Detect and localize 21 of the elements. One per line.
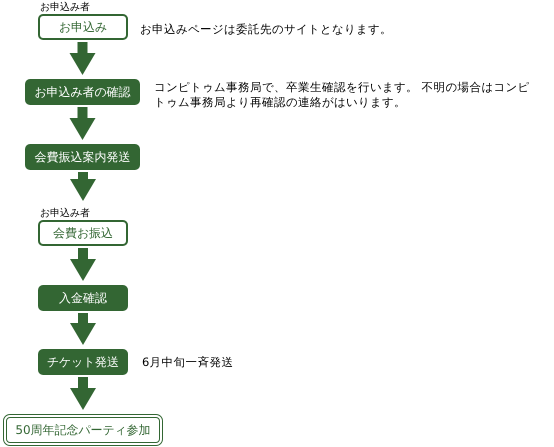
- note-text: お申込みページは委託先のサイトとなります。: [140, 22, 393, 36]
- box-label: お申込み者の確認: [34, 84, 130, 100]
- box-label: チケット発送: [47, 354, 119, 370]
- note-text: コンピトゥム事務局で、卒業生確認を行います。 不明の場合はコンピトゥム事務局より再確認の連絡がはいります。: [154, 80, 531, 110]
- box-heading: お申込み者: [40, 0, 90, 14]
- box-label: 会費お振込: [53, 224, 113, 242]
- down-arrow: [70, 107, 96, 140]
- note-text: 6月中旬一斉発送: [142, 354, 234, 370]
- down-arrow: [70, 42, 96, 75]
- box-label: 会費振込案内発送: [34, 148, 130, 166]
- process-box: [25, 144, 140, 170]
- down-arrow: [70, 313, 96, 345]
- box-label: お申込み: [59, 18, 107, 36]
- box-heading: お申込み者: [40, 206, 90, 220]
- down-arrow: [70, 377, 96, 410]
- box-label: 50周年記念パーティ参加: [15, 422, 151, 438]
- process-box: [3, 414, 163, 446]
- down-arrow: [70, 172, 96, 201]
- process-box: [38, 285, 128, 311]
- down-arrow: [70, 248, 96, 281]
- box-label: 入金確認: [59, 290, 107, 306]
